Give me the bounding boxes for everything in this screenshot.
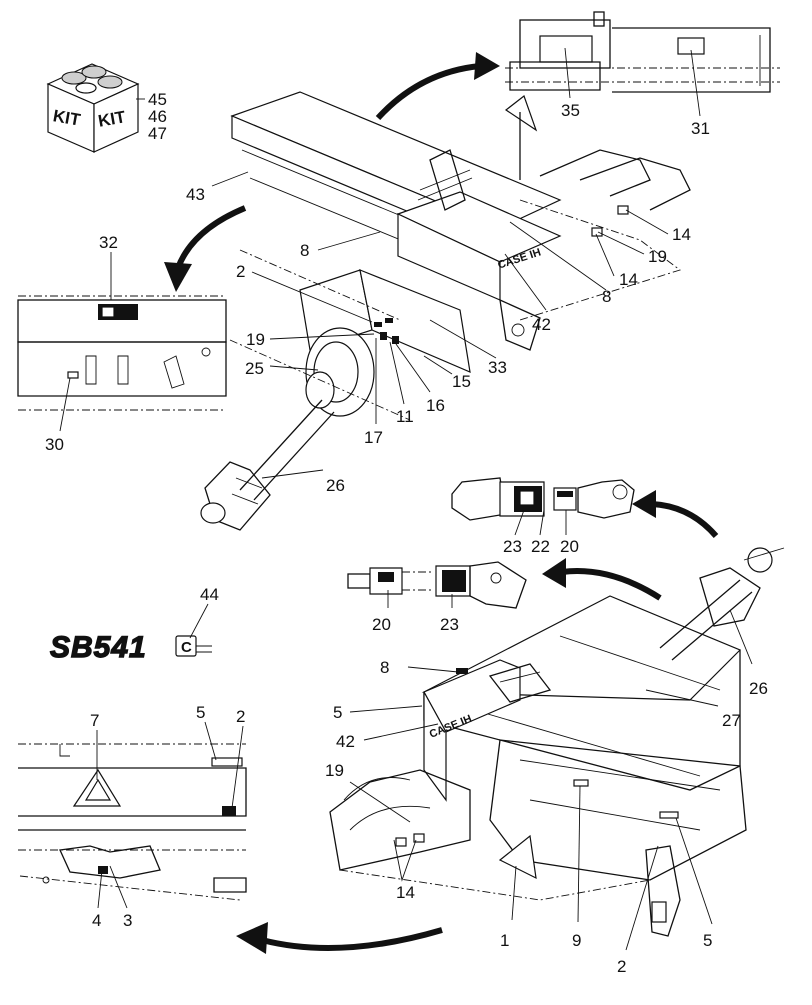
callout-11: 11 (396, 407, 414, 426)
baler-upper-view: CASE IH (200, 91, 691, 531)
pto-detail-lower (347, 561, 527, 609)
arrow-to-left-detail (175, 205, 247, 270)
callout-19-upper-right: 19 (648, 247, 667, 266)
callout-42-upper: 42 (532, 315, 551, 334)
callout-20-upper: 20 (560, 537, 579, 556)
callout-32: 32 (99, 233, 118, 252)
callout-2-detail: 2 (236, 707, 245, 726)
callout-47: 47 (148, 124, 167, 143)
callout-8-upper-left: 8 (300, 241, 309, 260)
callout-2-upper: 2 (236, 262, 245, 281)
callout-33: 33 (488, 358, 507, 377)
callout-23-upper: 23 (503, 537, 522, 556)
model-logo-badge: C (181, 639, 192, 656)
callout-8-lower: 8 (380, 658, 389, 677)
kit-label-right: KIT (97, 107, 128, 131)
detail-bottom-left (18, 743, 247, 901)
callout-2-lower: 2 (617, 957, 626, 976)
callout-27: 27 (722, 711, 741, 730)
callout-14-upper-b: 14 (619, 270, 638, 289)
callout-7: 7 (90, 711, 99, 730)
arrow-to-top-detail (375, 63, 481, 121)
callout-45: 45 (148, 90, 167, 109)
callout-44: 44 (200, 585, 219, 604)
pto-detail-upper (451, 477, 635, 521)
detail-top-right (505, 11, 780, 93)
baler-lower-view: CASE IH (329, 547, 785, 937)
callout-14-lower: 14 (396, 883, 415, 902)
callout-20-lower: 20 (372, 615, 391, 634)
arrow-to-pto-upper (651, 501, 719, 538)
callout-26-lower: 26 (749, 679, 768, 698)
callout-4: 4 (92, 911, 101, 930)
callout-23-lower: 23 (440, 615, 459, 634)
callout-15: 15 (452, 372, 471, 391)
callout-16: 16 (426, 396, 445, 415)
callout-1: 1 (500, 931, 509, 950)
arrow-to-bottom-detail (261, 927, 443, 951)
callout-14-upper-a: 14 (672, 225, 691, 244)
callout-9: 9 (572, 931, 581, 950)
callout-30: 30 (45, 435, 64, 454)
callout-35: 35 (561, 101, 580, 120)
callout-42-lower: 42 (336, 732, 355, 751)
callout-5-lower-right: 5 (703, 931, 712, 950)
kit-label-left: KIT (52, 106, 83, 130)
model-logo-text: SB541 (50, 631, 147, 664)
callout-43: 43 (186, 185, 205, 204)
callout-3: 3 (123, 911, 132, 930)
arrow-to-pto-lower (561, 568, 662, 601)
callout-8-upper-right: 8 (602, 287, 611, 306)
callout-19-lower: 19 (325, 761, 344, 780)
callout-46: 46 (148, 107, 167, 126)
callout-31: 31 (691, 119, 710, 138)
callout-22: 22 (531, 537, 550, 556)
callout-19-upper: 19 (246, 330, 265, 349)
callout-26-upper: 26 (326, 476, 345, 495)
detail-left (17, 295, 227, 411)
kit-box-icon: KIT KIT (46, 63, 140, 153)
callout-5-detail: 5 (196, 703, 205, 722)
callout-25: 25 (245, 359, 264, 378)
callout-17: 17 (364, 428, 383, 447)
callout-5-lower-left: 5 (333, 703, 342, 722)
sb541-logo: SB541 C (49, 630, 212, 665)
